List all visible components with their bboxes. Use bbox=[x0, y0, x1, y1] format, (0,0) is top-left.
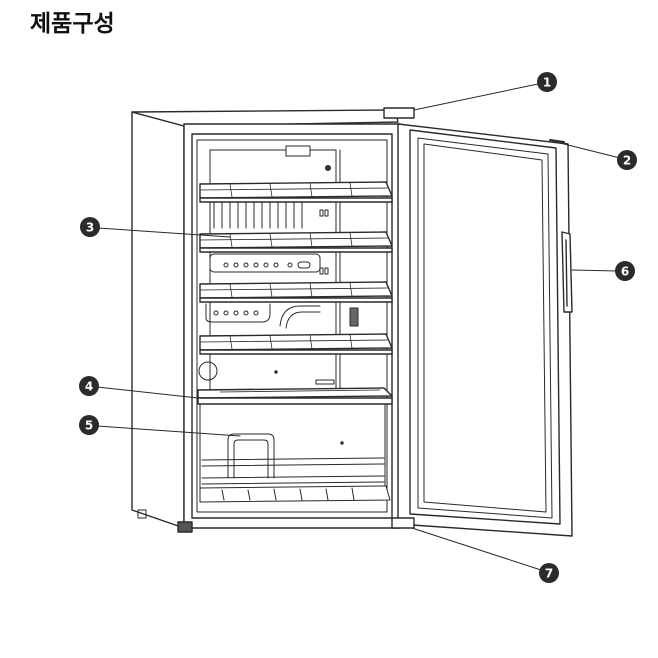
svg-text:7: 7 bbox=[545, 567, 553, 581]
callout-4: 4 bbox=[79, 376, 99, 396]
cooling-coils-lower bbox=[205, 303, 359, 329]
svg-text:6: 6 bbox=[621, 265, 629, 279]
shelf-2 bbox=[199, 231, 393, 253]
top-hinge bbox=[383, 107, 415, 119]
shelf-4 bbox=[199, 333, 393, 355]
shelf-3 bbox=[199, 281, 393, 303]
callout-7: 7 bbox=[539, 563, 559, 583]
svg-text:1: 1 bbox=[543, 76, 551, 90]
svg-text:2: 2 bbox=[623, 154, 631, 168]
door-handle bbox=[561, 231, 573, 313]
callout-5: 5 bbox=[79, 415, 99, 435]
svg-text:4: 4 bbox=[85, 380, 93, 394]
wire-shelves bbox=[197, 181, 393, 405]
cooling-coils bbox=[209, 253, 329, 275]
callout-2: 2 bbox=[617, 150, 637, 170]
evaporator-fins bbox=[213, 201, 329, 229]
page-title: 제품구성 bbox=[30, 11, 115, 37]
bottom-hinge bbox=[391, 517, 415, 529]
callout-6: 6 bbox=[615, 261, 635, 281]
lower-compartment bbox=[199, 403, 391, 503]
callout-3: 3 bbox=[80, 217, 100, 237]
leveling-shelf bbox=[197, 387, 393, 405]
callout-leaders bbox=[96, 83, 621, 571]
glass-door bbox=[383, 107, 573, 537]
shelf-1 bbox=[199, 181, 393, 203]
svg-text:5: 5 bbox=[85, 419, 93, 433]
callout-1: 1 bbox=[537, 72, 557, 92]
svg-text:3: 3 bbox=[86, 221, 94, 235]
wire-rack bbox=[227, 433, 275, 479]
